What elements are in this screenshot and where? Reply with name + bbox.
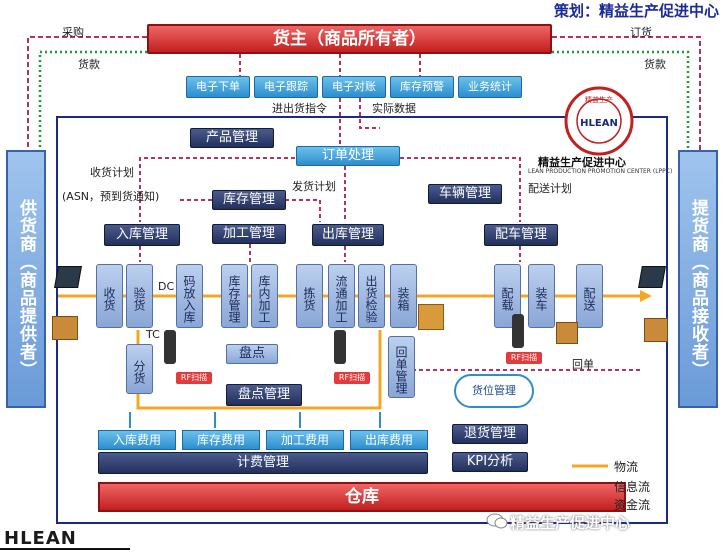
svg-text:精益生产: 精益生产 xyxy=(585,95,613,104)
purchase-label: 采购 xyxy=(62,26,84,39)
scanner-device-icon xyxy=(54,266,82,288)
logo-subtitle: LEAN PRODUCTION PROMOTION CENTER (LPPC) xyxy=(528,168,673,175)
inbound-management[interactable]: 入库管理 xyxy=(104,224,180,246)
returns-management[interactable]: 退货管理 xyxy=(452,424,528,444)
billing-management[interactable]: 计费管理 xyxy=(98,452,428,474)
order-label: 订货 xyxy=(630,26,652,39)
logo: HLEAN 精益生产 xyxy=(560,86,638,156)
process-outbound-inspection[interactable]: 出货检验 xyxy=(358,264,385,328)
fee-inventory[interactable]: 库存费用 xyxy=(182,430,260,450)
supplier-box: 供货商（商品提供者） xyxy=(6,150,46,408)
footer-brand: HLEAN xyxy=(4,528,77,549)
wechat-icon xyxy=(486,512,508,530)
payment-left-label: 货款 xyxy=(78,58,100,71)
vehicle-management[interactable]: 车辆管理 xyxy=(428,184,502,204)
owner-box: 货主（商品所有者） xyxy=(147,24,552,54)
inout-cmd-label: 进出货指令 xyxy=(272,102,327,115)
payment-right-label: 货款 xyxy=(644,58,666,71)
fee-processing[interactable]: 加工费用 xyxy=(266,430,344,450)
handheld-scanner-icon-2 xyxy=(334,330,346,364)
rf-scan-badge-2: RF扫描 xyxy=(334,372,370,384)
fee-outbound[interactable]: 出库费用 xyxy=(350,430,428,450)
logo-title: 精益生产促进中心 xyxy=(538,156,626,169)
cart-box-icon xyxy=(556,322,578,344)
process-in-warehouse-processing[interactable]: 库内加工 xyxy=(251,264,278,328)
dispatch-management[interactable]: 配车管理 xyxy=(484,224,558,246)
inventory-management[interactable]: 库存管理 xyxy=(212,190,286,210)
dc-label: DC xyxy=(158,280,175,293)
return-note-label: 回单 xyxy=(572,358,594,371)
tc-label: TC xyxy=(146,328,160,341)
wechat-name: 精益生产促进中心 xyxy=(510,514,631,532)
legend-information: 信息流 xyxy=(614,480,651,494)
asn-label: (ASN，预到货通知) xyxy=(62,190,160,203)
stocktake-management[interactable]: 盘点管理 xyxy=(226,384,302,406)
svg-text:HLEAN: HLEAN xyxy=(580,118,618,129)
rf-scan-badge-1: RF扫描 xyxy=(176,372,212,384)
product-management[interactable]: 产品管理 xyxy=(190,128,274,148)
legend-capital: 资金流 xyxy=(614,498,651,512)
process-inspection[interactable]: 验货 xyxy=(126,264,153,328)
outbound-management[interactable]: 出库管理 xyxy=(312,224,384,246)
system-business-stats[interactable]: 业务统计 xyxy=(458,76,522,98)
handheld-scanner-icon xyxy=(164,330,176,364)
kpi-analysis[interactable]: KPI分析 xyxy=(452,452,528,472)
system-stock-alert[interactable]: 库存预警 xyxy=(390,76,454,98)
stocktake-process[interactable]: 盘点 xyxy=(226,344,278,364)
banner-title: 策划：精益生产促进中心 xyxy=(553,2,719,20)
cargo-box-right-icon xyxy=(644,318,668,342)
cargo-box-icon xyxy=(52,316,78,340)
delivery-plan-label: 配送计划 xyxy=(528,182,572,195)
pallet-icon xyxy=(418,304,444,330)
shipping-plan-label: 发货计划 xyxy=(292,180,336,193)
process-receiving[interactable]: 收货 xyxy=(96,264,123,328)
process-sorting[interactable]: 分货 xyxy=(126,344,153,394)
process-stock-management[interactable]: 库存管理 xyxy=(221,264,248,328)
footer-rule xyxy=(0,548,130,550)
order-processing[interactable]: 订单处理 xyxy=(296,146,400,166)
actual-data-label: 实际数据 xyxy=(372,102,416,115)
warehouse-box: 仓库 xyxy=(98,482,626,512)
return-form-management[interactable]: 回单管理 xyxy=(388,336,415,398)
system-e-tracking[interactable]: 电子跟踪 xyxy=(254,76,318,98)
handheld-scanner-icon-3 xyxy=(512,314,524,348)
receiver-box: 提货商（商品接收者） xyxy=(678,150,718,408)
process-packing[interactable]: 装箱 xyxy=(390,264,417,328)
system-e-order[interactable]: 电子下单 xyxy=(186,76,250,98)
logo-seal-icon: HLEAN 精益生产 xyxy=(564,86,634,156)
legend-logistics: 物流 xyxy=(614,460,639,474)
rf-scan-badge-3: RF扫描 xyxy=(506,352,542,364)
receipt-plan-label: 收货计划 xyxy=(90,166,134,179)
process-putaway[interactable]: 码放入库 xyxy=(176,264,203,328)
location-management-cloud[interactable]: 货位管理 xyxy=(454,374,534,408)
process-picking[interactable]: 拣货 xyxy=(296,264,323,328)
system-e-reconcile[interactable]: 电子对账 xyxy=(322,76,386,98)
process-distribution-processing[interactable]: 流通加工 xyxy=(328,264,355,328)
fee-inbound[interactable]: 入库费用 xyxy=(98,430,176,450)
process-truck-loading[interactable]: 装车 xyxy=(528,264,555,328)
scanner-device-right-icon xyxy=(638,266,666,288)
processing-management[interactable]: 加工管理 xyxy=(212,224,286,244)
process-delivery[interactable]: 配送 xyxy=(576,264,603,328)
